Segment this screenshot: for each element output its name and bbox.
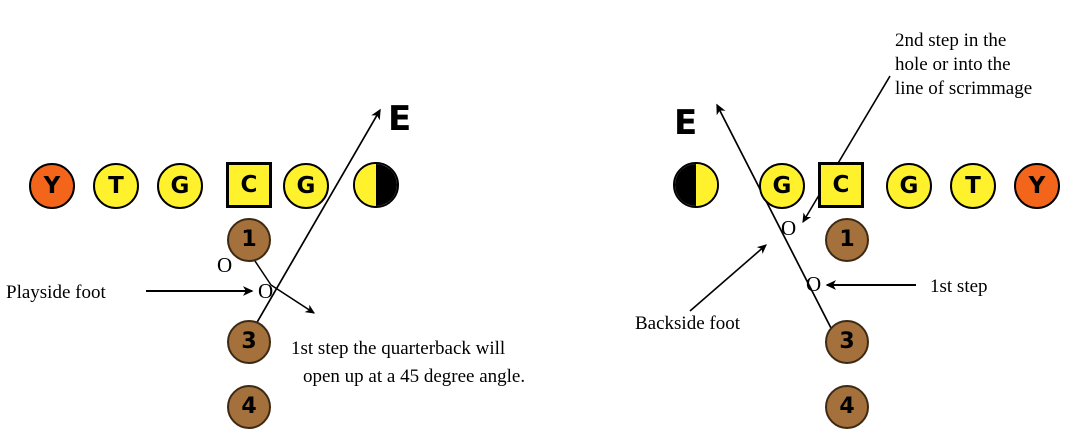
left-footprint-playside: O xyxy=(258,279,274,303)
left-center-c[interactable]: C xyxy=(226,162,272,208)
left-playside-foot-label: Playside foot xyxy=(6,282,106,303)
left-back-4[interactable]: 4 xyxy=(227,385,271,429)
left-lineman-y[interactable]: Y xyxy=(29,163,75,209)
left-back-3-label: 3 xyxy=(241,329,257,354)
right-second-step-note-line2: hole or into the xyxy=(895,54,1011,75)
right-center-c[interactable]: C xyxy=(818,162,864,208)
left-lineman-t-label: T xyxy=(108,172,124,199)
left-defensive-end-marker[interactable] xyxy=(353,162,399,208)
right-backside-foot-label: Backside foot xyxy=(635,313,741,334)
right-center-c-label: C xyxy=(832,171,850,198)
right-lineman-g-weak[interactable]: G xyxy=(759,163,805,209)
right-lineman-t-label: T xyxy=(965,172,981,199)
right-defensive-end-marker[interactable] xyxy=(673,162,719,208)
left-lineman-g-strong-label: G xyxy=(170,172,190,199)
left-back-1-label: 1 xyxy=(241,227,257,252)
right-back-3[interactable]: 3 xyxy=(825,320,869,364)
right-second-step-note-line3: line of scrimmage xyxy=(895,78,1033,99)
half-circle-black-half xyxy=(376,164,397,206)
right-footprint-first-step: O xyxy=(806,272,822,296)
left-lineman-y-label: Y xyxy=(43,172,61,199)
right-lineman-t[interactable]: T xyxy=(950,163,996,209)
left-defensive-end-label: E xyxy=(388,99,412,139)
right-lineman-g-strong[interactable]: G xyxy=(886,163,932,209)
right-back-4[interactable]: 4 xyxy=(825,385,869,429)
right-defensive-end-label: E xyxy=(674,103,698,143)
right-backside-foot-pointer xyxy=(689,244,767,312)
right-second-step-note-line1: 2nd step in the xyxy=(895,30,1007,51)
right-back-1[interactable]: 1 xyxy=(825,218,869,262)
left-first-step-note-line2: open up at a 45 degree angle. xyxy=(303,366,526,387)
right-qb-path-arrow xyxy=(716,103,833,331)
right-footprint-second-step: O xyxy=(781,216,797,240)
left-back-4-label: 4 xyxy=(241,394,257,419)
left-lineman-g-weak-label: G xyxy=(296,172,316,199)
left-first-step-arrow xyxy=(270,284,316,314)
half-circle-black-half xyxy=(675,164,696,206)
left-lineman-t[interactable]: T xyxy=(93,163,139,209)
left-footprint-rear: O xyxy=(217,253,233,277)
left-lineman-g-strong[interactable]: G xyxy=(157,163,203,209)
left-first-step-note-line1: 1st step the quarterback will xyxy=(291,338,506,359)
right-back-1-label: 1 xyxy=(839,227,855,252)
half-circle-yellow-half xyxy=(696,164,717,206)
left-back-3[interactable]: 3 xyxy=(227,320,271,364)
right-first-step-label: 1st step xyxy=(930,276,988,297)
right-lineman-y[interactable]: Y xyxy=(1014,163,1060,209)
left-back-1[interactable]: 1 xyxy=(227,218,271,262)
right-lineman-y-label: Y xyxy=(1028,172,1046,199)
right-lineman-g-strong-label: G xyxy=(899,172,919,199)
right-back-3-label: 3 xyxy=(839,329,855,354)
left-center-c-label: C xyxy=(240,171,258,198)
half-circle-yellow-half xyxy=(355,164,376,206)
left-lineman-g-weak[interactable]: G xyxy=(283,163,329,209)
right-back-4-label: 4 xyxy=(839,394,855,419)
right-lineman-g-weak-label: G xyxy=(772,172,792,199)
